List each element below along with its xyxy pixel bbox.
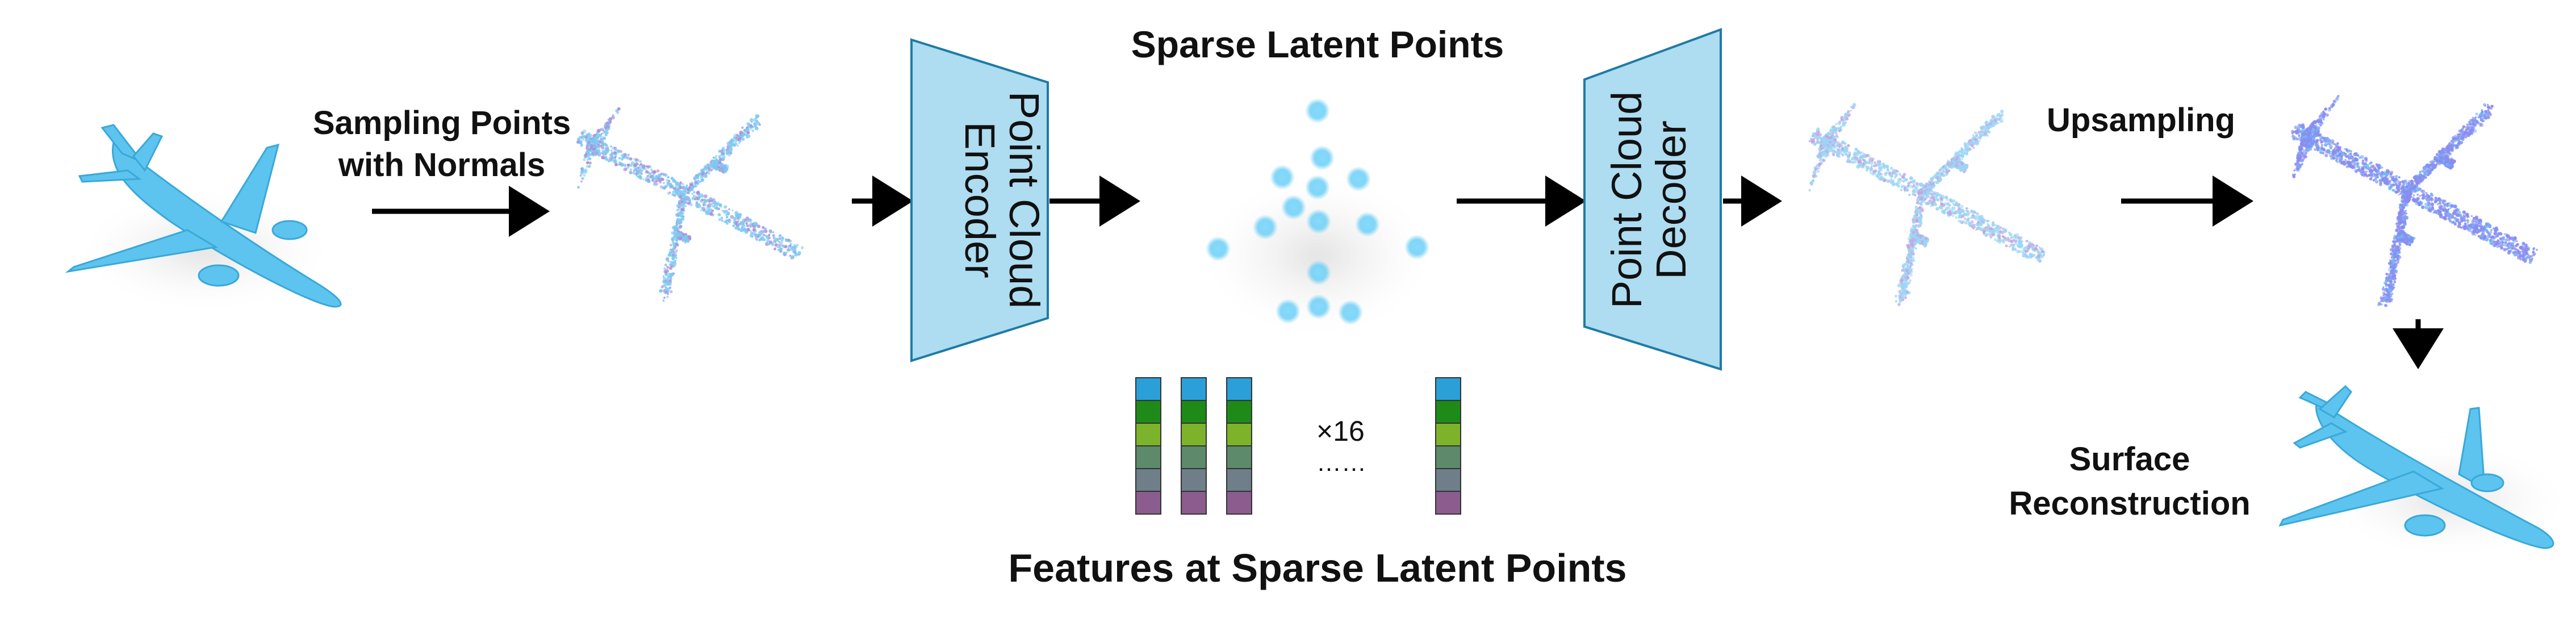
feature-column xyxy=(1435,377,1461,515)
upsampling-label: Upsampling xyxy=(2047,102,2235,139)
surface-label-line1: Surface xyxy=(2069,441,2190,478)
ellipsis-label: …… xyxy=(1316,449,1366,477)
latent-point xyxy=(1206,236,1231,261)
feature-cell xyxy=(1435,468,1461,492)
latent-point xyxy=(1305,175,1330,200)
sampling-label-line2: with Normals xyxy=(338,147,546,183)
sparse-latent-points xyxy=(1193,98,1442,341)
feature-cell xyxy=(1435,377,1461,401)
input-mesh-plane xyxy=(65,124,342,312)
latent-point xyxy=(1305,98,1330,123)
latent-point xyxy=(1306,209,1331,234)
feature-columns xyxy=(1135,377,1461,515)
feature-column xyxy=(1226,377,1252,515)
sampled-point-cloud xyxy=(576,107,804,302)
feature-cell xyxy=(1226,400,1252,424)
feature-cell xyxy=(1135,491,1161,515)
latent-point xyxy=(1276,299,1300,324)
latent-point xyxy=(1306,260,1331,285)
feature-cell xyxy=(1135,400,1161,424)
feature-column xyxy=(1135,377,1161,515)
features-caption: Features at Sparse Latent Points xyxy=(1008,546,1627,590)
feature-cell xyxy=(1135,445,1161,469)
latent-point xyxy=(1404,235,1429,260)
decoder-label-line2: Decoder xyxy=(1647,120,1695,279)
feature-cell xyxy=(1181,491,1207,515)
feature-cell xyxy=(1435,491,1461,515)
latent-point xyxy=(1253,215,1278,240)
encoder-label-line2: Encoder xyxy=(956,122,1003,278)
latent-point xyxy=(1281,195,1306,220)
latent-point xyxy=(1310,145,1335,170)
surface-label-line2: Reconstruction xyxy=(2009,485,2251,522)
latent-point xyxy=(1346,166,1371,191)
encoder-block: Point Cloud Encoder xyxy=(910,38,1049,362)
feature-cell xyxy=(1181,377,1207,401)
encoder-label-line1: Point Cloud xyxy=(1001,91,1048,309)
feature-cell xyxy=(1226,423,1252,446)
feature-cell xyxy=(1226,468,1252,492)
decoder-label-line1: Point Cloud xyxy=(1603,91,1650,309)
feature-cell xyxy=(1135,468,1161,492)
decoder-block: Point Cloud Decoder xyxy=(1583,28,1722,371)
feature-cell xyxy=(1181,468,1207,492)
latent-point xyxy=(1338,300,1363,325)
feature-cell xyxy=(1135,377,1161,401)
feature-cell xyxy=(1226,377,1252,401)
sampling-label: Sampling Points with Normals xyxy=(311,102,572,186)
feature-cell xyxy=(1181,445,1207,469)
upsampled-point-cloud xyxy=(2291,94,2538,307)
decoded-point-cloud xyxy=(1808,103,2046,306)
latent-point xyxy=(1270,165,1295,190)
feature-cell xyxy=(1435,445,1461,469)
sparse-latent-points-title: Sparse Latent Points xyxy=(1131,23,1504,65)
reconstructed-surface-plane xyxy=(2278,385,2576,557)
feature-cell xyxy=(1181,400,1207,424)
latent-point xyxy=(1355,212,1380,237)
feature-cell xyxy=(1226,445,1252,469)
feature-cell xyxy=(1435,423,1461,446)
feature-cell xyxy=(1435,400,1461,424)
feature-cell xyxy=(1181,423,1207,446)
sampling-label-line1: Sampling Points xyxy=(312,105,571,141)
feature-column xyxy=(1181,377,1207,515)
latent-point xyxy=(1306,294,1331,319)
surface-reconstruction-label: Surface Reconstruction xyxy=(1971,437,2289,526)
multiplier-label: ×16 xyxy=(1316,415,1365,447)
feature-cell xyxy=(1226,491,1252,515)
feature-cell xyxy=(1135,423,1161,446)
